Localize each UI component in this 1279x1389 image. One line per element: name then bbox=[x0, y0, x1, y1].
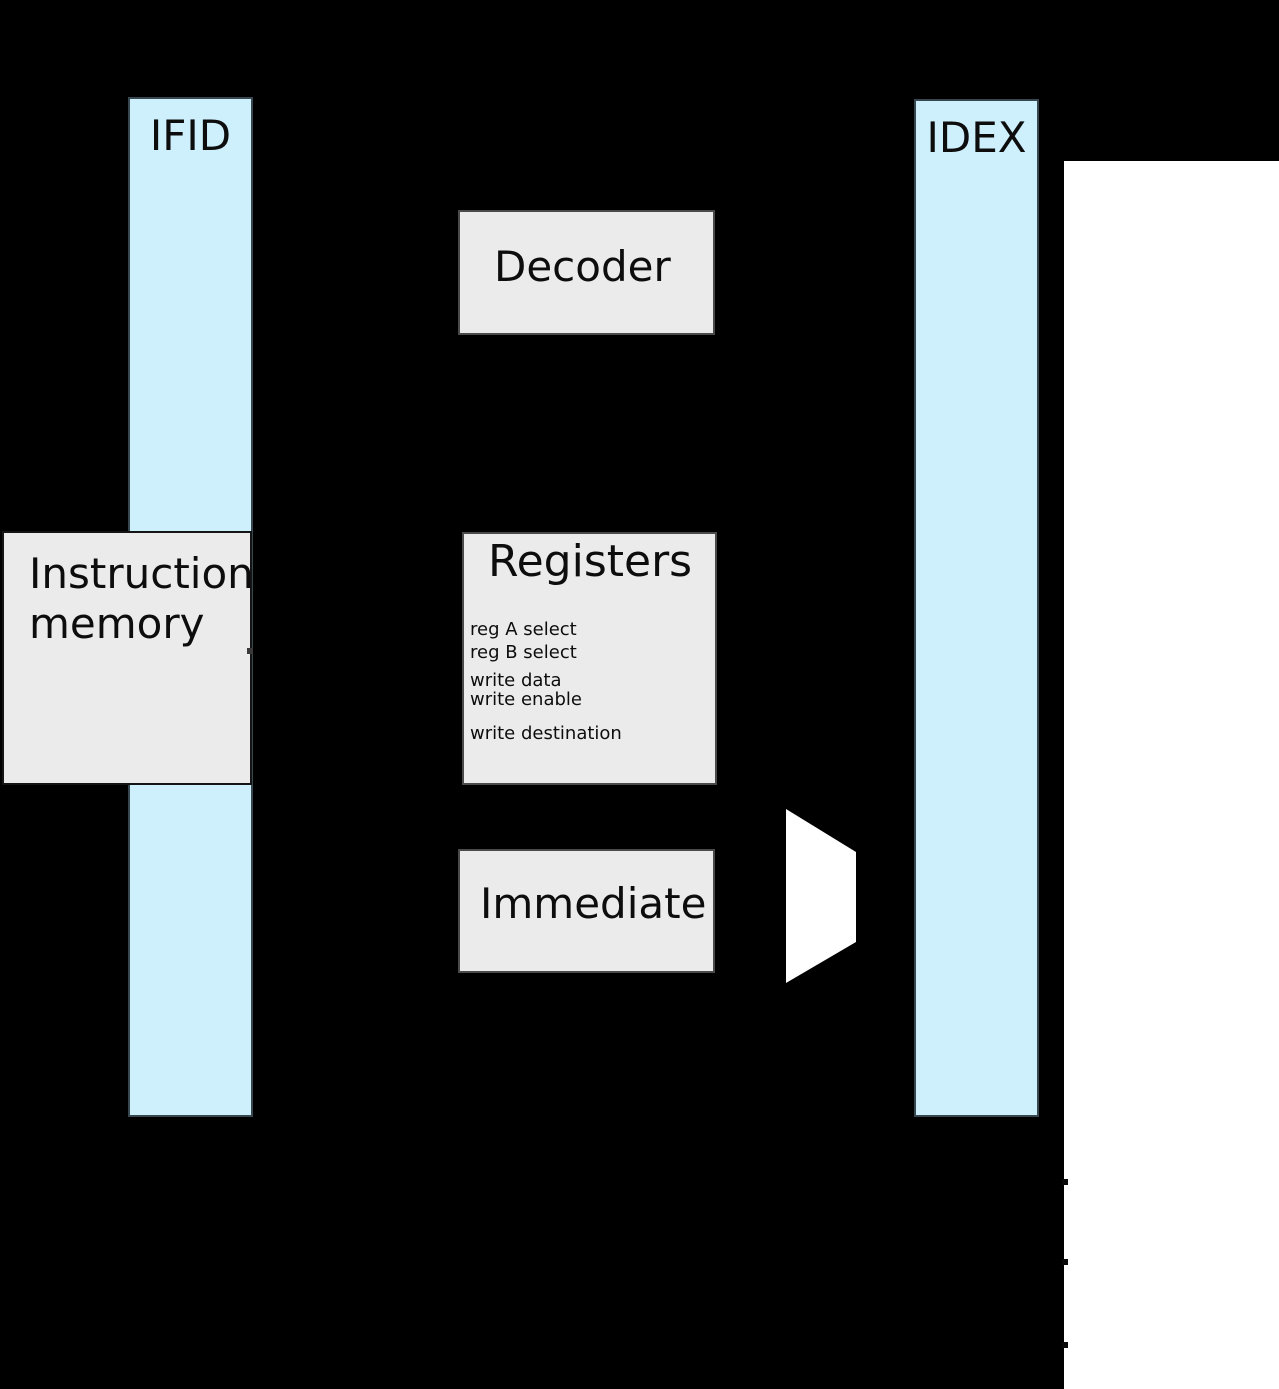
registers-port-write-destination: write destination bbox=[470, 723, 622, 744]
wire-stub-instruction-memory bbox=[247, 648, 253, 654]
mux-trapezoid bbox=[786, 809, 856, 983]
wire-stub-panel-middle bbox=[1062, 1259, 1068, 1265]
pipeline-register-idex: IDEX bbox=[914, 99, 1039, 1117]
immediate-block: Immediate bbox=[458, 849, 715, 973]
instruction-memory-block: Instruction memory bbox=[2, 531, 254, 785]
registers-port-write-data: write data bbox=[470, 670, 562, 691]
registers-port-reg-b-select: reg B select bbox=[470, 642, 577, 663]
registers-port-reg-a-select: reg A select bbox=[470, 619, 577, 640]
decoder-block: Decoder bbox=[458, 210, 715, 335]
instruction-memory-label: Instruction memory bbox=[29, 549, 254, 649]
wire-stub-panel-top bbox=[1062, 1179, 1068, 1185]
idex-label: IDEX bbox=[926, 113, 1027, 162]
instruction-memory-label-line2: memory bbox=[29, 599, 205, 648]
decoder-label: Decoder bbox=[494, 242, 671, 291]
registers-title: Registers bbox=[488, 536, 693, 587]
immediate-label: Immediate bbox=[480, 879, 707, 928]
mux-shape bbox=[786, 809, 856, 983]
instruction-memory-label-line1: Instruction bbox=[29, 549, 254, 598]
registers-block: Registers reg A select reg B select writ… bbox=[462, 532, 717, 785]
registers-port-write-enable: write enable bbox=[470, 689, 582, 710]
next-stage-panel bbox=[1064, 161, 1279, 1389]
ifid-label: IFID bbox=[149, 111, 232, 160]
wire-stub-panel-bottom bbox=[1062, 1342, 1068, 1348]
